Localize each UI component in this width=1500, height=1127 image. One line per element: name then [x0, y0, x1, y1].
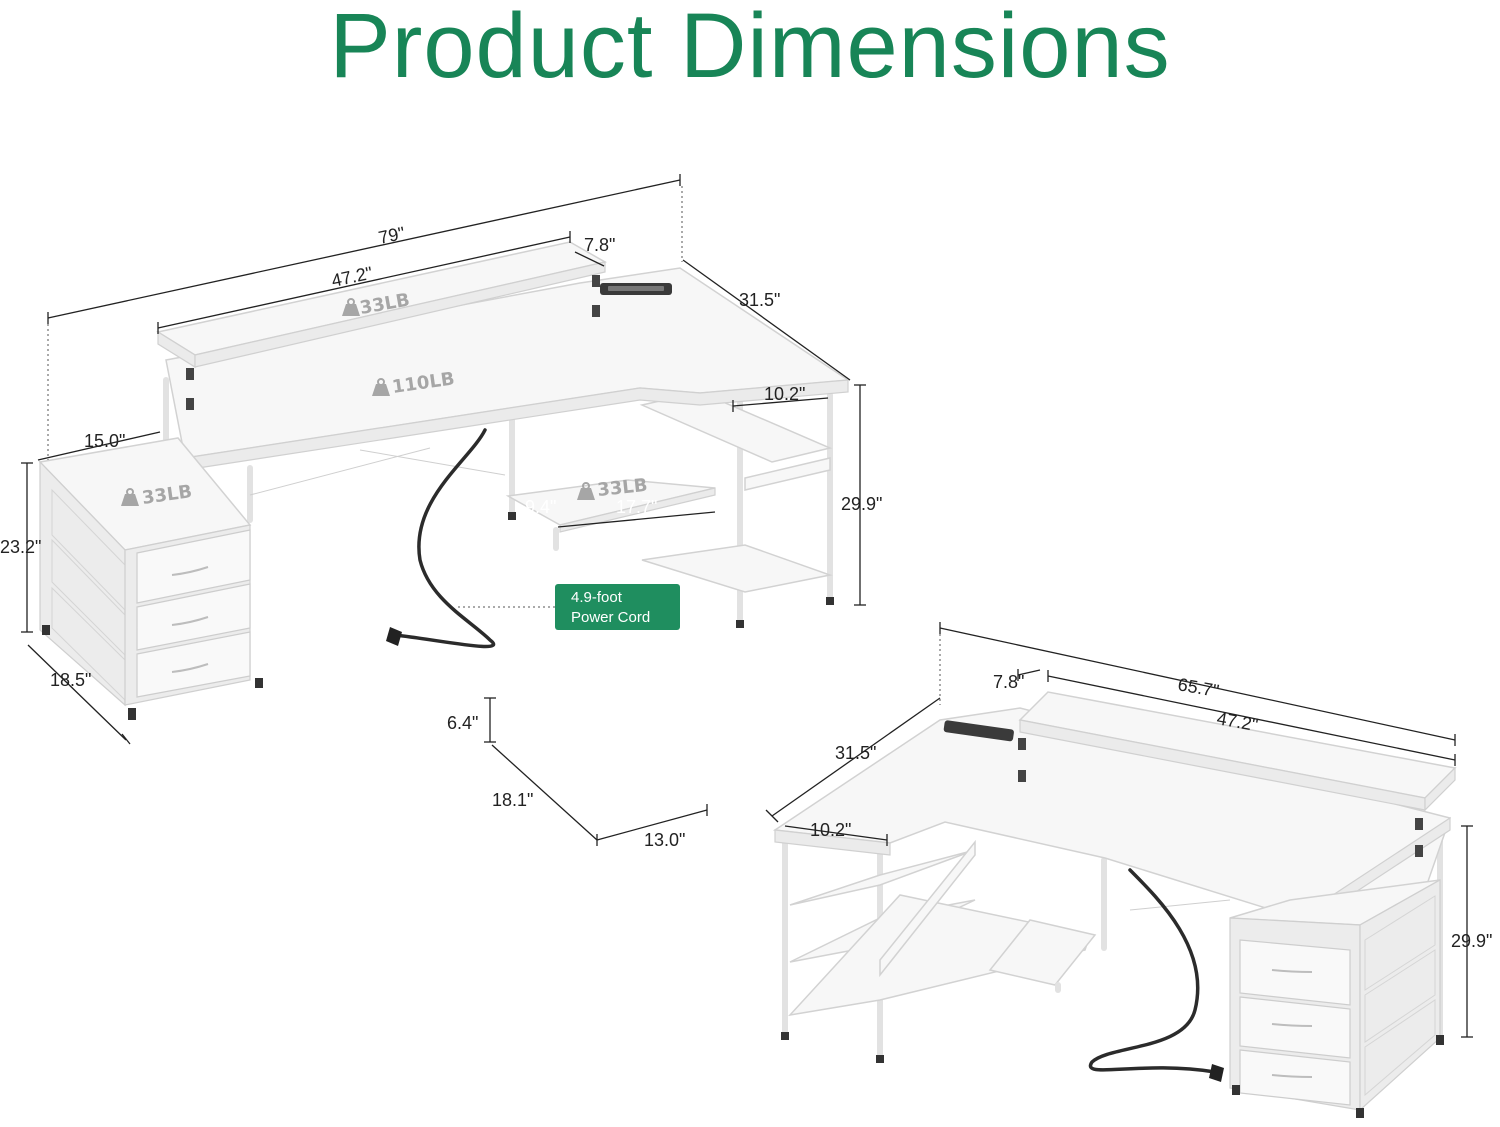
cord-label-line2: Power Cord [571, 609, 650, 626]
dim-lower-shelf-width: 17.7" [616, 497, 657, 517]
dim-cabinet-height: 23.2" [0, 537, 41, 557]
page-title: Product Dimensions [329, 0, 1171, 97]
drawer-width: 13.0" [644, 830, 685, 850]
drawer-box-dimension-lines [484, 697, 708, 846]
dim-cabinet-depth: 18.5" [50, 670, 91, 690]
weight-icon [121, 298, 595, 506]
right-dim-side-shelf-width: 10.2" [810, 820, 851, 840]
dim-side-shelf-width: 10.2" [764, 384, 805, 404]
dim-cabinet-width: 15.0" [84, 431, 125, 451]
dim-shelf-depth: 7.8" [584, 235, 615, 255]
right-desk-illustration [772, 691, 1457, 1118]
drawer-depth: 18.1" [492, 790, 533, 810]
dim-height: 29.9" [841, 494, 882, 514]
right-dim-shelf-depth: 7.8" [993, 672, 1024, 692]
right-desk-dimension-lines [765, 622, 1473, 1038]
power-cord-badge: 4.9-foot Power Cord [555, 584, 680, 630]
load-lower-shelf: 33LB [596, 475, 648, 501]
left-desk-illustration [38, 241, 851, 720]
right-dim-desk-depth: 31.5" [835, 743, 876, 763]
dim-lower-shelf-depth: 9.4" [525, 497, 556, 517]
left-desk-dimension-lines [21, 174, 866, 745]
dim-overall-width: 79" [377, 223, 407, 248]
right-dim-height: 29.9" [1451, 931, 1492, 951]
right-dim-overall-width: 65.7" [1176, 674, 1220, 701]
drawer-height: 6.4" [447, 713, 478, 733]
cord-label-line1: 4.9-foot [571, 589, 623, 606]
dim-desk-depth: 31.5" [739, 290, 780, 310]
